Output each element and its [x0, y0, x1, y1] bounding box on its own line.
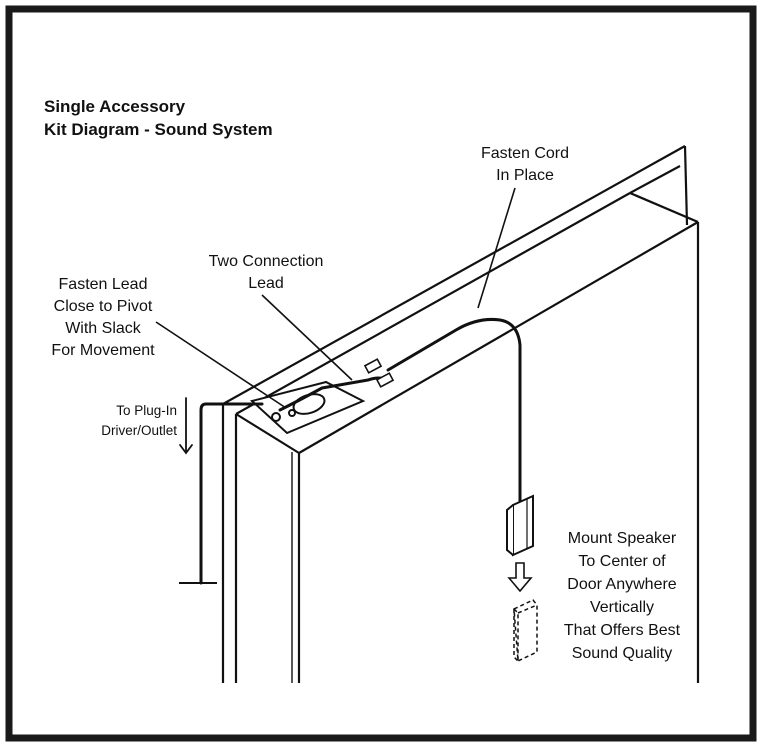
callout-fasten-cord: Fasten Cord In Place — [481, 145, 569, 184]
door-frame — [221, 145, 699, 683]
callout-fasten-lead: Fasten Lead Close to Pivot With Slack Fo… — [51, 276, 155, 359]
fasten-lead-line-3: With Slack — [65, 320, 142, 337]
door-slab — [234, 192, 700, 683]
plug-in-line-2: Driver/Outlet — [101, 423, 177, 438]
mount-speaker-line-3: Door Anywhere — [567, 576, 676, 593]
hollow-arrow-down-icon — [507, 562, 533, 593]
arrow-down-icon — [179, 397, 193, 455]
title-line-2: Kit Diagram - Sound System — [44, 120, 273, 139]
mount-speaker-line-2: To Center of — [578, 553, 666, 570]
mount-speaker-line-1: Mount Speaker — [568, 530, 677, 547]
two-connection-line-2: Lead — [248, 275, 284, 292]
connector-2 — [375, 372, 395, 388]
leader-fasten-lead — [155, 321, 287, 409]
connectors — [363, 358, 395, 388]
mount-speaker-line-4: Vertically — [590, 599, 654, 616]
fasten-lead-line-2: Close to Pivot — [54, 298, 153, 315]
callout-two-connection: Two Connection Lead — [209, 253, 324, 292]
fasten-cord-line-1: Fasten Cord — [481, 145, 569, 162]
plug-in-line-1: To Plug-In — [116, 403, 177, 418]
fasten-lead-line-4: For Movement — [51, 342, 155, 359]
speaker-placement — [513, 599, 538, 663]
diagram-title: Single Accessory Kit Diagram - Sound Sys… — [44, 97, 273, 139]
leader-two-connection — [261, 294, 353, 381]
title-line-1: Single Accessory — [44, 97, 186, 116]
speaker — [506, 494, 534, 557]
mount-speaker-line-6: Sound Quality — [572, 645, 673, 662]
callout-plug-in: To Plug-In Driver/Outlet — [101, 403, 177, 438]
leader-fasten-cord — [477, 187, 516, 309]
leader-lines — [155, 187, 516, 409]
fasten-cord-line-2: In Place — [496, 167, 554, 184]
wiring — [199, 318, 522, 585]
callout-mount-speaker: Mount Speaker To Center of Door Anywhere… — [564, 530, 681, 662]
connector-1 — [363, 358, 383, 374]
mount-speaker-line-5: That Offers Best — [564, 622, 681, 639]
fasten-lead-line-1: Fasten Lead — [59, 276, 148, 293]
two-connection-line-1: Two Connection — [209, 253, 324, 270]
outer-border — [5, 5, 757, 742]
